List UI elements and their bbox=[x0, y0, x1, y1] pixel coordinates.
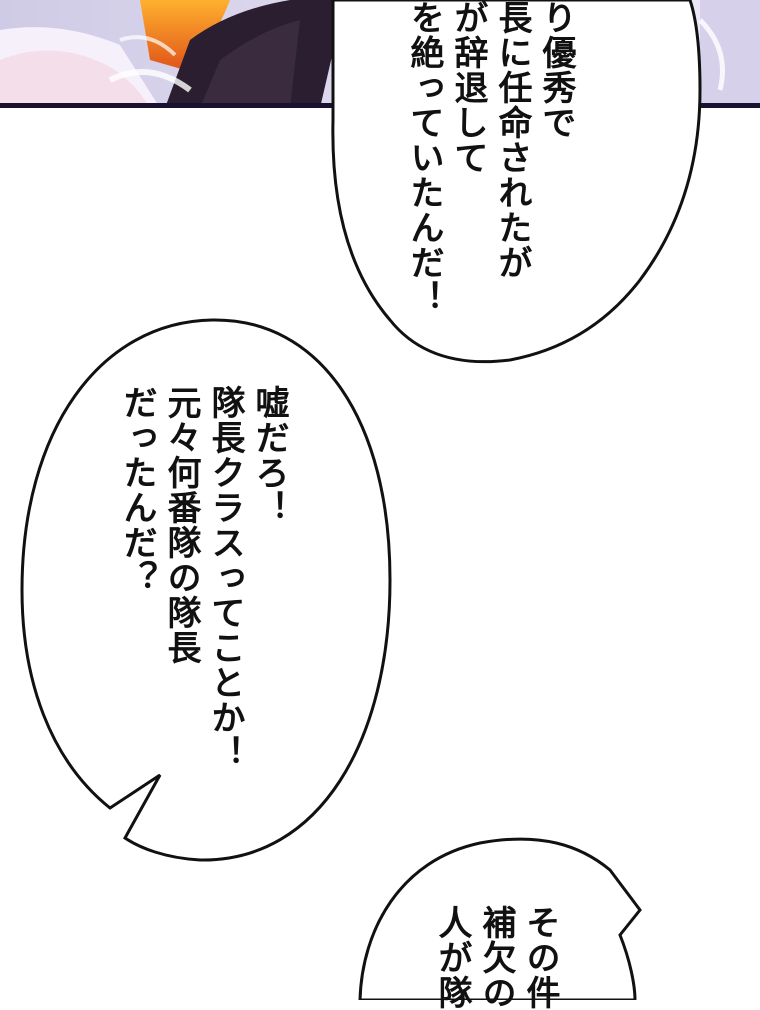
speech-line: 隊長クラスってことか！ bbox=[205, 385, 245, 770]
speech-line: 嘘だろ！ bbox=[249, 385, 289, 525]
speech-bubble-bottom bbox=[358, 837, 642, 1000]
speech-line: 元々何番隊の隊長 bbox=[161, 385, 201, 665]
speech-line: その件 bbox=[520, 905, 560, 1010]
speech-text-top: り優秀で 長に任命されたが が辞退して を絶っていたんだ！ bbox=[402, 0, 578, 315]
speech-bubble-top bbox=[331, 0, 702, 364]
speech-line: を絶っていたんだ！ bbox=[404, 0, 444, 315]
speech-line: 人が隊 bbox=[432, 905, 472, 1010]
speech-line: り優秀で bbox=[536, 0, 576, 140]
speech-bubble-middle bbox=[20, 318, 392, 862]
speech-line: が辞退して bbox=[448, 0, 488, 175]
speech-line: だったんだ？ bbox=[117, 385, 157, 595]
speech-text-bottom: その件 補欠の 人が隊 bbox=[430, 905, 562, 1010]
speech-line: 長に任命されたが bbox=[492, 0, 532, 280]
speech-line: 補欠の bbox=[476, 905, 516, 1010]
speech-text-middle: 嘘だろ！ 隊長クラスってことか！ 元々何番隊の隊長 だったんだ？ bbox=[115, 385, 291, 770]
